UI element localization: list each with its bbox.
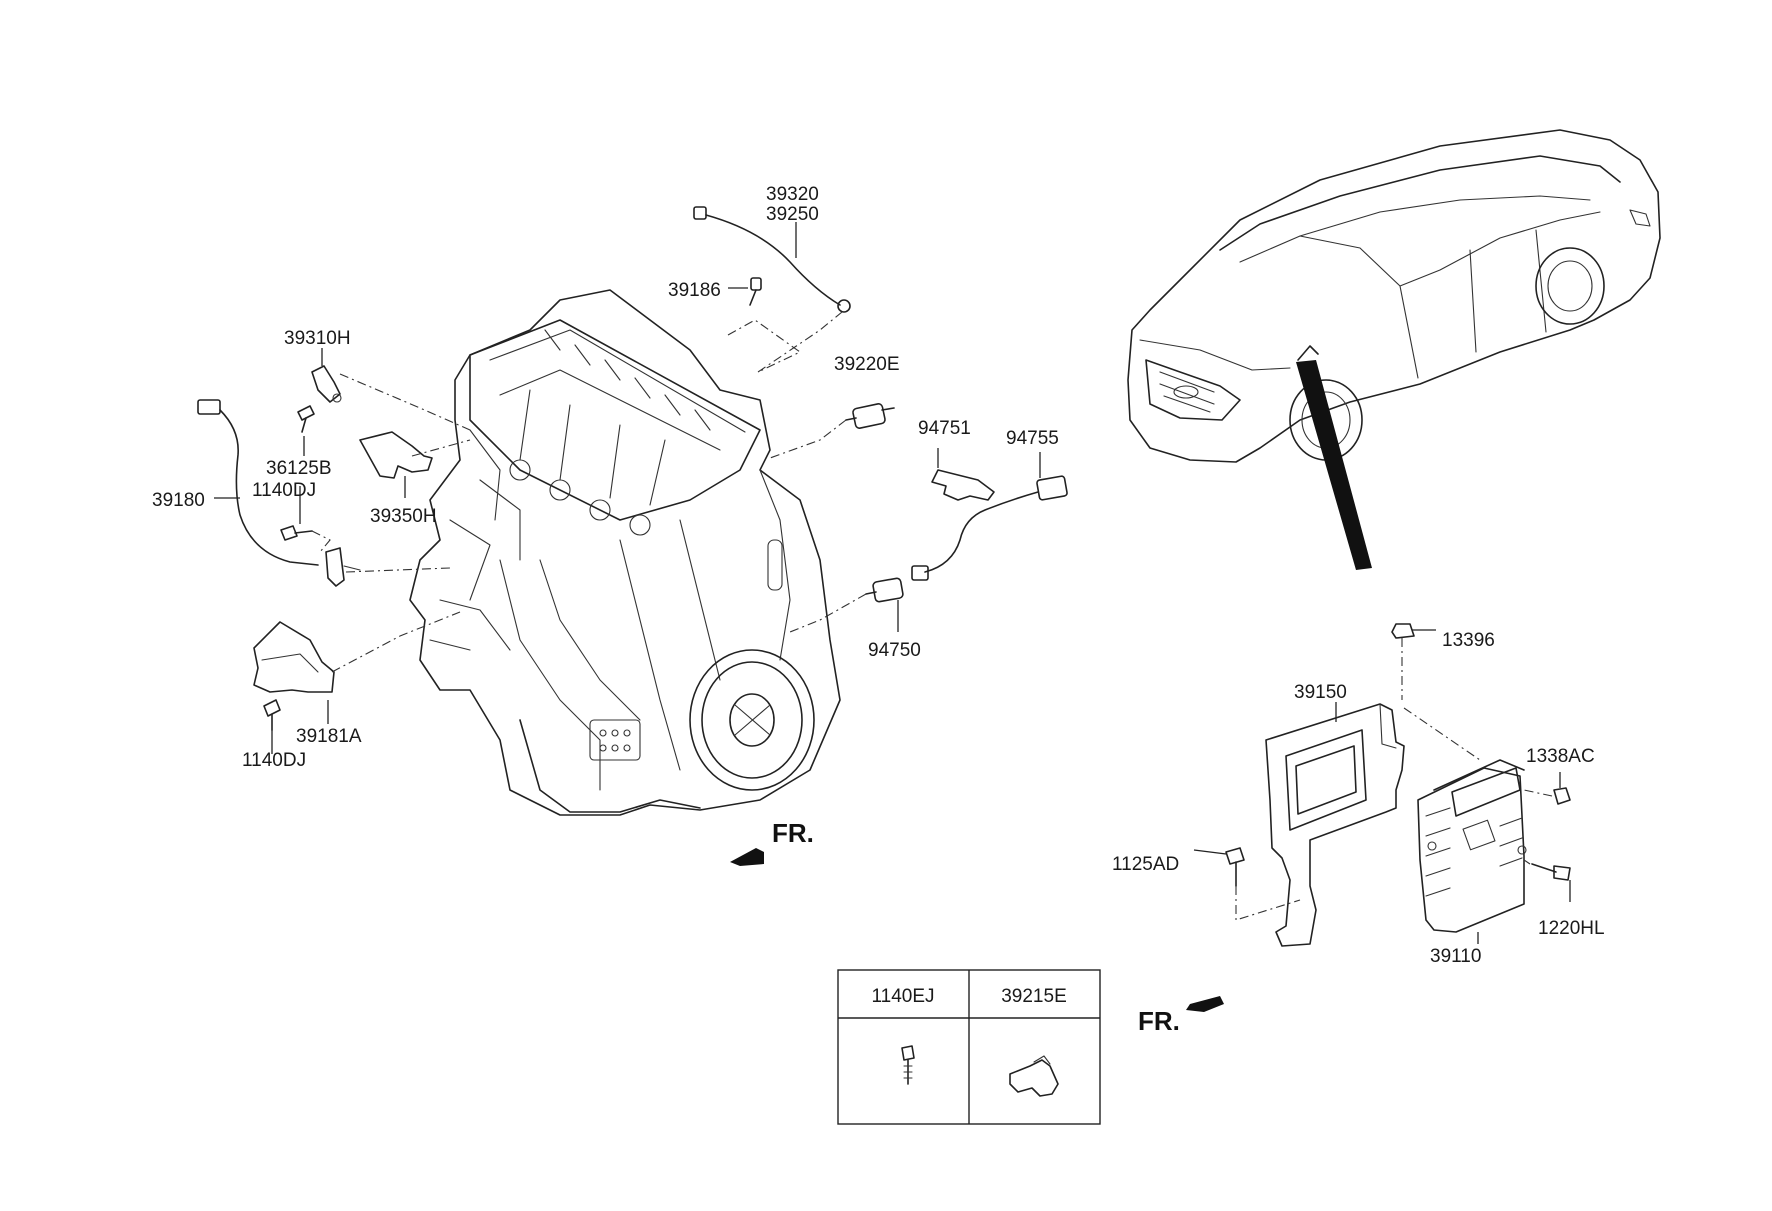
fr-label-ecu: FR. bbox=[1138, 1006, 1180, 1036]
engine-block-illustration bbox=[409, 289, 841, 816]
heat-shield-illustration bbox=[253, 621, 335, 693]
part-label-39220E: 39220E bbox=[834, 354, 900, 375]
bolt-1140DJ-upper-illustration bbox=[280, 525, 313, 541]
table-header-1140EJ: 1140EJ bbox=[871, 986, 934, 1007]
knock-sensor-illustration bbox=[197, 399, 361, 587]
fr-marker-engine: FR. bbox=[730, 818, 814, 866]
part-label-1140DJ-lower: 1140DJ bbox=[242, 750, 306, 771]
nut-1338AC-illustration bbox=[1553, 787, 1571, 805]
ecu-label-leaders bbox=[1193, 629, 1571, 944]
part-label-39350H: 39350H bbox=[370, 506, 437, 527]
part-label-39181A: 39181A bbox=[296, 726, 362, 747]
part-label-39180: 39180 bbox=[152, 490, 205, 511]
part-label-94755: 94755 bbox=[1006, 428, 1059, 449]
part-label-1125AD: 1125AD bbox=[1112, 854, 1179, 875]
fr-marker-ecu: FR. bbox=[1138, 996, 1224, 1036]
parts-table: 1140EJ 39215E bbox=[837, 969, 1101, 1125]
bolt-1140DJ-lower-illustration bbox=[263, 699, 281, 731]
part-label-39320: 39320 bbox=[766, 184, 819, 205]
bolt-icon bbox=[901, 1045, 915, 1085]
bolt-39186-illustration bbox=[749, 277, 762, 306]
part-label-1140DJ-upper: 1140DJ bbox=[252, 480, 316, 501]
cam-sensor-illustration bbox=[311, 365, 342, 403]
bolt-36125B-illustration bbox=[297, 405, 315, 433]
ecu-bracket-illustration bbox=[1265, 703, 1405, 947]
clip-icon bbox=[1009, 1055, 1059, 1097]
car-illustration bbox=[1127, 129, 1661, 570]
part-label-39310H: 39310H bbox=[284, 328, 351, 349]
table-header-39215E: 39215E bbox=[1001, 986, 1067, 1007]
fr-label-engine: FR. bbox=[772, 818, 814, 848]
bracket-39350H-illustration bbox=[359, 431, 433, 479]
sensor-39220E-illustration bbox=[845, 403, 895, 429]
part-label-94750: 94750 bbox=[868, 640, 921, 661]
part-label-13396: 13396 bbox=[1442, 630, 1495, 651]
part-label-39110: 39110 bbox=[1430, 946, 1481, 967]
nut-13396-illustration bbox=[1391, 623, 1415, 639]
bracket-94751-illustration bbox=[931, 469, 995, 501]
part-labels: 39320 39250 39186 39310H 39220E 94751 94… bbox=[152, 184, 1605, 967]
part-label-1338AC: 1338AC bbox=[1526, 746, 1595, 767]
part-label-1220HL: 1220HL bbox=[1538, 918, 1605, 939]
ecu-module-illustration bbox=[1417, 759, 1527, 933]
switch-94750-illustration bbox=[865, 577, 904, 603]
crank-pulley-illustration bbox=[689, 649, 815, 791]
part-label-36125B: 36125B bbox=[266, 458, 332, 479]
part-label-39150: 39150 bbox=[1294, 682, 1347, 703]
engine-dash-leaders bbox=[311, 311, 867, 673]
engine-label-leaders bbox=[214, 222, 1041, 754]
part-label-39186: 39186 bbox=[668, 280, 721, 301]
part-label-39250: 39250 bbox=[766, 204, 819, 225]
connector-94755-illustration bbox=[911, 475, 1068, 581]
bolt-1220HL-illustration bbox=[1531, 863, 1571, 881]
oxygen-sensor-illustration bbox=[693, 206, 851, 313]
ecu-dash-leaders bbox=[1235, 638, 1553, 921]
bolt-1125AD-illustration bbox=[1225, 847, 1245, 887]
part-label-94751: 94751 bbox=[918, 418, 971, 439]
